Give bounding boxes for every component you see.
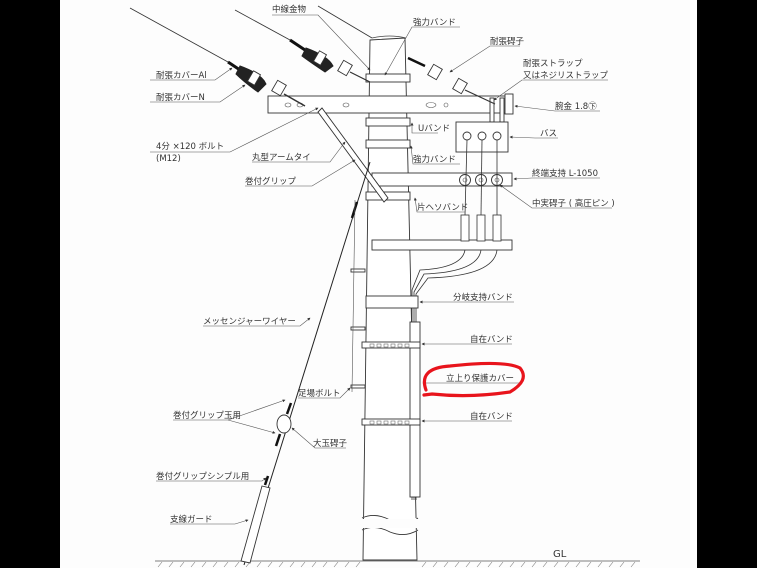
label-wrap-grip: 巻付グリップ [245,176,297,187]
u-band [365,117,411,127]
label-bolt-size: (M12) [156,154,181,164]
guy-guard [240,485,271,564]
crossarm [267,93,514,115]
free-band-1 [361,341,421,349]
label-crossarm: 腕金 1.8㊦ [555,101,597,112]
label-free-band-2: 自在バンド [470,411,513,422]
label-bus: バス [540,129,557,139]
overhead-wires [129,5,496,107]
label-ball-insulator: 大玉碍子 [313,438,348,449]
ball-insulator [276,414,292,434]
label-free-band-1: 自在バンド [470,334,513,345]
messenger-wire [240,161,371,566]
label-step-bolt: 足場ボルト [298,388,341,399]
ground-line [155,560,640,568]
highlight-circle [422,361,525,398]
label-bolt: 4分 ×120 ボルト [156,142,224,152]
leader-lines [150,14,612,525]
branch-support-band [365,295,419,309]
label-messenger-wire: メッセンジャーワイヤー [203,317,296,327]
label-arm-tie: 丸型アームタイ [252,152,311,163]
label-tension-cover-n: 耐張カバーN [156,92,205,103]
free-band-2 [361,418,421,426]
strong-band-lower [365,139,411,149]
label-solid-insulator: 中実碍子 ( 高圧ピン ) [532,198,615,209]
label-riser-cover: 立上り保護カバー [446,373,514,384]
label-strong-band-top: 強力バンド [413,17,456,28]
label-middle-hardware: 中線金物 [272,4,307,15]
step-bolts [350,268,366,389]
label-single-band: 片ヘソバンド [417,202,468,213]
arm-tie [317,107,389,203]
label-guy-guard: 支線ガード [170,514,213,525]
label-u-band: Uバンド [418,124,450,134]
label-tension-cover-al: 耐張カバーAl [156,70,207,81]
label-strong-band-lower: 強力バンド [413,154,456,165]
label-tension-strap: 耐張ストラップ [523,58,583,69]
label-terminal-support: 終端支持 L-1050 [532,168,598,179]
label-twist-strap: 又はネジリストラップ [523,71,609,81]
terminal-support-arm [371,172,513,251]
label-tension-insulator: 耐張碍子 [490,36,525,47]
riser-cover [409,321,421,498]
cables [411,139,502,500]
strong-band-top [365,73,411,83]
label-ground-level: GL [553,549,567,560]
label-grip-thimble: 巻付グリップシンプル用 [156,471,249,482]
label-grip-ball: 巻付グリップ玉用 [173,410,241,421]
single-band [365,191,411,201]
label-branch-band: 分岐支持バンド [453,292,513,303]
